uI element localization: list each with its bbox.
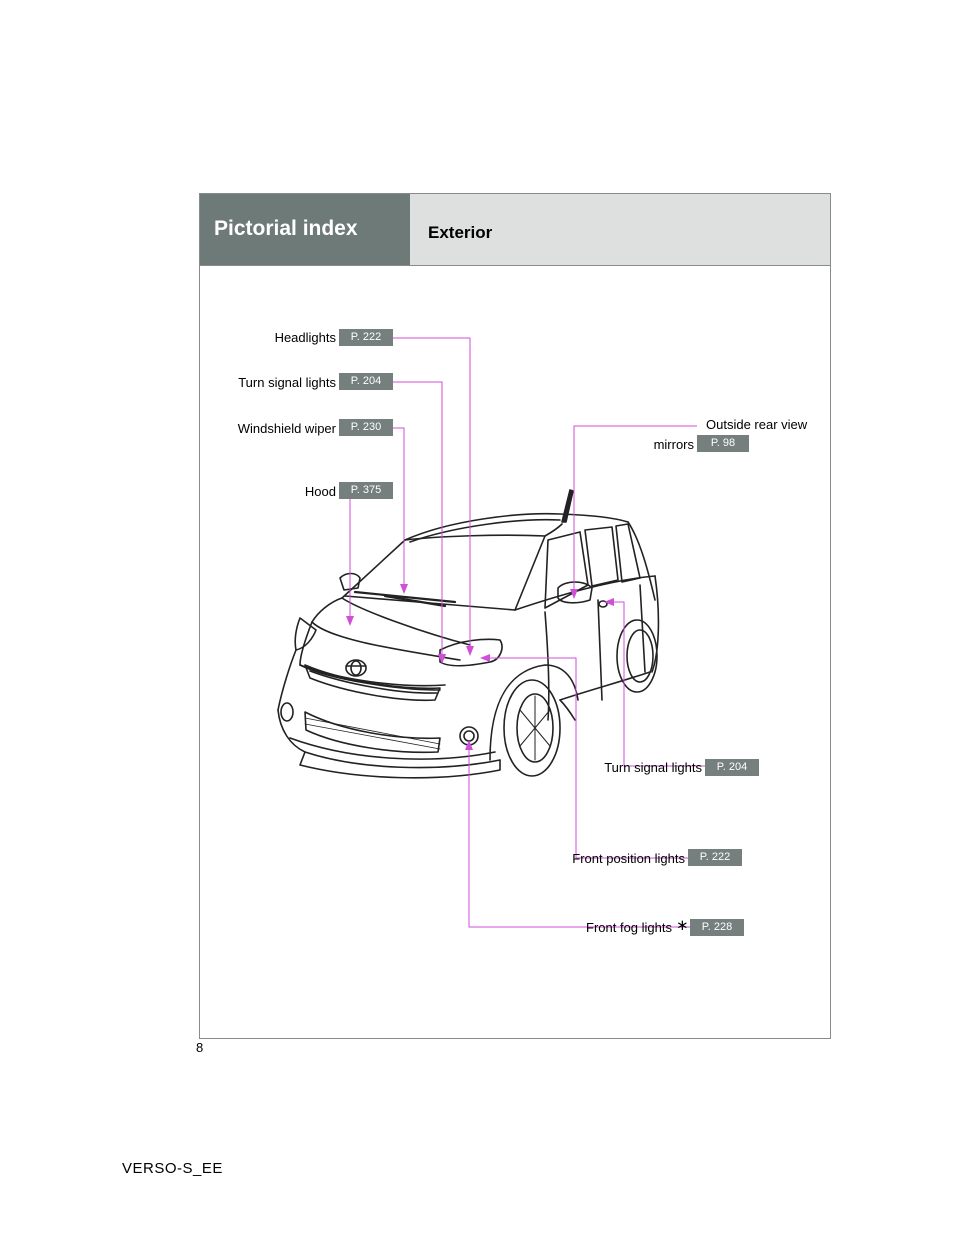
turn-signal-lights-front-page-badge[interactable]: P. 204: [339, 373, 393, 390]
front-position-lights-page-badge[interactable]: P. 222: [688, 849, 742, 866]
leader-arrowheads: [346, 584, 614, 750]
windshield-wiper-page-badge[interactable]: P. 230: [339, 419, 393, 436]
front-fog-lights-page-badge[interactable]: P. 228: [690, 919, 744, 936]
car-outline: [277, 489, 660, 779]
hood-label: Hood: [304, 484, 336, 499]
document-id: VERSO-S_EE: [122, 1160, 223, 1177]
turn-signal-lights-side-label: Turn signal lights: [604, 760, 702, 775]
outside-rear-view-mirrors-label-line1: Outside rear view: [706, 417, 808, 432]
page-number: 8: [196, 1040, 204, 1055]
subsection-bar: Exterior: [410, 194, 830, 266]
section-title: Pictorial index: [214, 217, 358, 240]
headlights-label: Headlights: [274, 330, 336, 345]
outside-rear-view-mirrors-page-badge[interactable]: P. 98: [697, 435, 749, 452]
page-frame: Pictorial index Exterior: [199, 193, 831, 1039]
section-tab: Pictorial index: [200, 194, 410, 266]
headlights-page-badge[interactable]: P. 222: [339, 329, 393, 346]
subsection-title: Exterior: [428, 223, 493, 242]
hood-page-badge[interactable]: P. 375: [339, 482, 393, 499]
turn-signal-lights-front-label: Turn signal lights: [238, 375, 336, 390]
front-fog-lights-label: Front fog lights: [586, 920, 672, 935]
front-position-lights-label: Front position lights: [572, 851, 685, 866]
front-fog-lights-asterisk: ∗: [676, 917, 689, 934]
turn-signal-lights-side-page-badge[interactable]: P. 204: [705, 759, 759, 776]
outside-rear-view-mirrors-label-line2: mirrors: [653, 437, 694, 452]
windshield-wiper-label: Windshield wiper: [237, 421, 336, 436]
leader-lines: [349, 337, 705, 928]
